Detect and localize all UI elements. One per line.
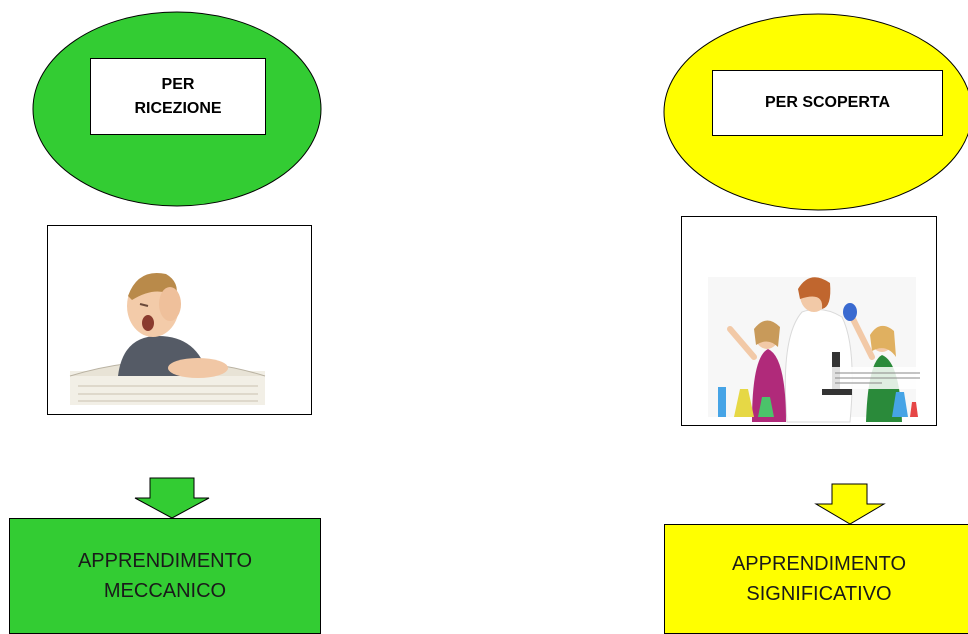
right-category-label: PER SCOPERTA [712,70,943,136]
left-down-arrow [134,477,210,519]
left-result-box: APPRENDIMENTO MECCANICO [9,518,321,634]
boy-sleeping-on-books-photo [69,272,266,405]
left-photo-frame [47,225,312,415]
right-result-box: APPRENDIMENTO SIGNIFICATIVO [664,524,968,634]
right-photo-frame [681,216,937,426]
right-down-arrow [814,483,886,525]
left-category-label: PER RICEZIONE [90,58,266,135]
children-science-lab-photo [708,277,924,423]
